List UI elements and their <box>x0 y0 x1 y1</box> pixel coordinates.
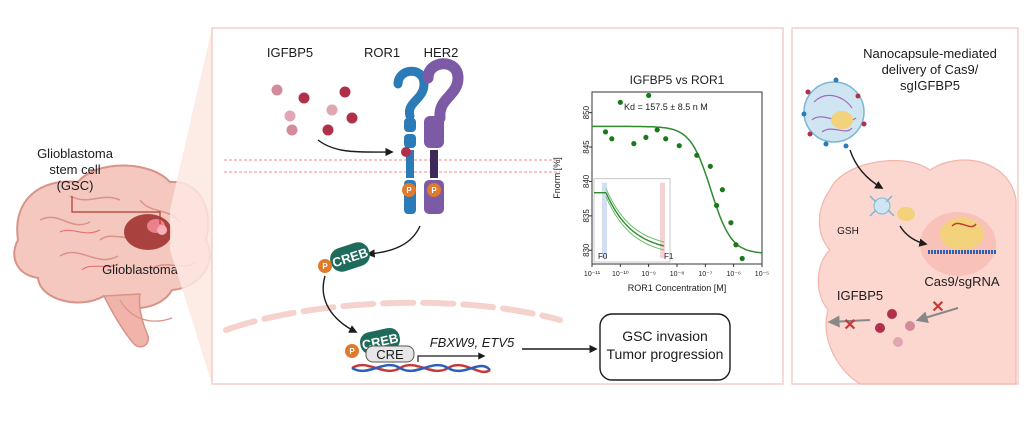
capsule-release-icon <box>869 195 915 221</box>
chart-inset-trace <box>605 188 665 243</box>
delivery-title: Nanocapsule-mediated delivery of Cas9/ s… <box>863 46 997 93</box>
svg-text:P: P <box>322 262 328 271</box>
chart-data-point <box>676 143 682 149</box>
chart-x-tick-label: 10⁻⁸ <box>670 271 684 278</box>
chart-y-axis-label: Fnorm [%] <box>552 157 562 199</box>
chart-kd-annotation: Kd = 157.5 ± 8.5 n M <box>624 102 708 112</box>
gsc-label: Glioblastoma stem cell (GSC) <box>37 146 114 193</box>
cas9-complex <box>928 218 996 254</box>
svg-text:sgIGFBP5: sgIGFBP5 <box>900 78 960 93</box>
igfbp5-label: IGFBP5 <box>267 45 313 60</box>
igfbp5-ligands <box>271 84 358 136</box>
uptake-arrow <box>849 149 884 189</box>
chart-inset-f0-band <box>602 182 607 258</box>
chart-data-point <box>617 99 623 105</box>
chart-data-point <box>739 255 745 262</box>
zoom-wedge <box>170 28 212 384</box>
svg-text:P: P <box>349 347 355 356</box>
svg-text:P: P <box>406 186 412 195</box>
chart-data-point <box>733 242 739 248</box>
svg-text:GSC invasion: GSC invasion <box>622 328 708 344</box>
chart-data-point <box>654 127 660 133</box>
chart-y-tick-label: 830 <box>582 243 591 257</box>
glioblastoma-label: Glioblastoma <box>102 262 179 277</box>
svg-text:Nanocapsule-mediated: Nanocapsule-mediated <box>863 46 997 61</box>
blocked-secretion-arrow <box>827 315 871 328</box>
chart-x-tick-label: 10⁻⁵ <box>755 271 769 278</box>
chart-data-point <box>707 163 713 169</box>
chart-y-tick-label: 835 <box>582 209 591 223</box>
binding-arrow <box>317 139 394 157</box>
svg-text:Glioblastoma: Glioblastoma <box>37 146 114 161</box>
phospho-her2-icon: P <box>427 183 441 197</box>
chart-x-axis-label: ROR1 Concentration [M] <box>628 283 727 293</box>
block-x-icon: ✕ <box>931 299 944 316</box>
svg-text:Tumor progression: Tumor progression <box>607 346 724 362</box>
chart-x-tick-label: 10⁻⁶ <box>726 271 740 278</box>
outcome-box: GSC invasion Tumor progression <box>599 313 731 381</box>
chart-data-point <box>646 92 652 99</box>
chart-data-point <box>719 187 725 193</box>
ror1-label: ROR1 <box>364 45 400 60</box>
chart-x-tick-label: 10⁻¹⁰ <box>612 270 629 278</box>
igfbp5-knockdown-label: IGFBP5 <box>837 288 883 303</box>
svg-text:P: P <box>431 186 437 195</box>
chart-y-tick-label: 840 <box>582 174 591 188</box>
chart-y-tick-label: 845 <box>582 140 591 154</box>
svg-text:CRE: CRE <box>376 347 404 362</box>
chart-data-point <box>609 136 615 142</box>
cell-membrane <box>224 159 560 173</box>
creb-cytoplasm: CREB P <box>318 242 370 273</box>
target-genes-label: FBXW9, ETV5 <box>430 335 515 350</box>
transcription-arrow <box>417 352 486 362</box>
blocked-expression-arrow <box>915 307 959 323</box>
chart-x-tick-label: 10⁻⁷ <box>698 271 712 278</box>
chart-data-point <box>694 152 700 158</box>
chart-inset-trace <box>605 196 665 251</box>
igfbp5-residual <box>875 309 915 347</box>
svg-text:stem cell: stem cell <box>49 162 100 177</box>
phospho-ror1-icon: P <box>402 183 416 197</box>
chart-inset-trace <box>605 192 665 247</box>
chart-y-tick-label: 850 <box>582 105 591 119</box>
chart-inset-f0-label: F0 <box>598 252 608 261</box>
chart-inset-f1-label: F1 <box>664 252 674 261</box>
gsh-label: GSH <box>837 226 859 237</box>
cre-element: CRE <box>365 345 415 363</box>
dna-helix <box>351 363 491 374</box>
glioblastoma-tumor <box>124 214 172 250</box>
svg-text:(GSC): (GSC) <box>57 178 94 193</box>
chart-title: IGFBP5 vs ROR1 <box>630 73 725 87</box>
chart-data-point <box>714 202 720 209</box>
nuclear-entry-arrow <box>322 275 358 333</box>
cas9-label: Cas9/sgRNA <box>924 274 999 289</box>
gsc-pointer-line <box>71 196 161 224</box>
her2-label: HER2 <box>424 45 459 60</box>
nanocapsule-icon <box>801 77 867 149</box>
nuclear-envelope <box>223 299 563 333</box>
block-x-icon: ✕ <box>843 317 856 334</box>
chart-inset-f1-band <box>660 182 665 258</box>
chart-x-tick-label: 10⁻⁹ <box>641 271 655 278</box>
target-cell <box>817 159 1017 385</box>
chart-data-point <box>663 136 669 142</box>
chart-x-tick-label: 10⁻¹¹ <box>584 271 601 278</box>
chart-data-point <box>602 129 609 135</box>
svg-text:delivery of Cas9/: delivery of Cas9/ <box>882 62 979 77</box>
chart-data-point <box>728 220 734 226</box>
nuclear-import-arrow <box>899 225 928 247</box>
chart-data-point <box>631 141 637 147</box>
chart-fit-curve <box>592 125 763 254</box>
signal-arrow <box>366 225 421 258</box>
chart-data-point <box>643 134 649 141</box>
